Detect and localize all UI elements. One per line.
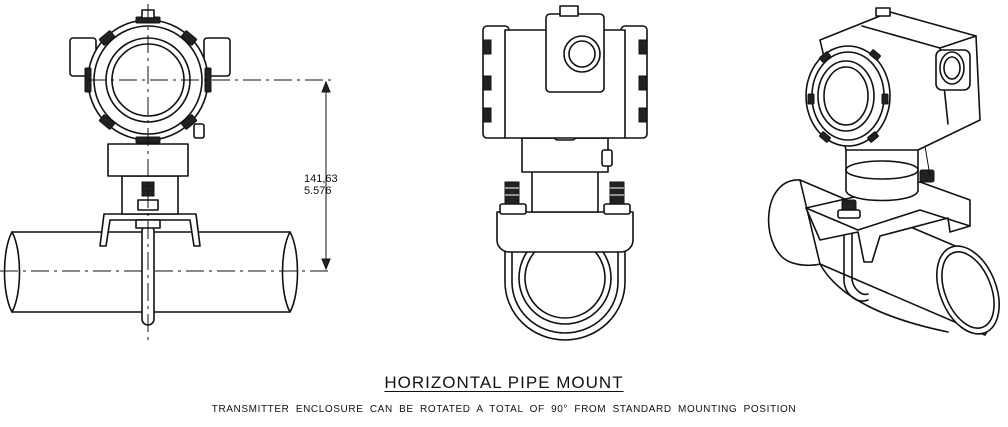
- side-view: [482, 5, 648, 341]
- side-pipe: [504, 231, 626, 341]
- side-housing: [482, 5, 648, 139]
- iso-u-bolt: [843, 225, 869, 302]
- drawing-title-text: HORIZONTAL PIPE MOUNT: [384, 373, 624, 392]
- side-clamp: [496, 181, 634, 253]
- iso-bracket: [805, 169, 971, 263]
- front-pipe: [0, 231, 330, 313]
- front-housing: [69, 4, 336, 340]
- drawing-title: HORIZONTAL PIPE MOUNT: [0, 373, 1008, 393]
- isometric-view: [767, 7, 1000, 336]
- pipe-mount-drawing: 141,63 5.576: [0, 4, 1000, 341]
- iso-housing: [805, 7, 981, 151]
- dimension-mm: 141,63: [304, 173, 338, 185]
- drawing-note: TRANSMITTER ENCLOSURE CAN BE ROTATED A T…: [211, 404, 797, 415]
- dimension-line: 141,63 5.576: [304, 80, 338, 271]
- front-view: 141,63 5.576: [0, 4, 338, 340]
- dimension-inch: 5.576: [304, 185, 332, 197]
